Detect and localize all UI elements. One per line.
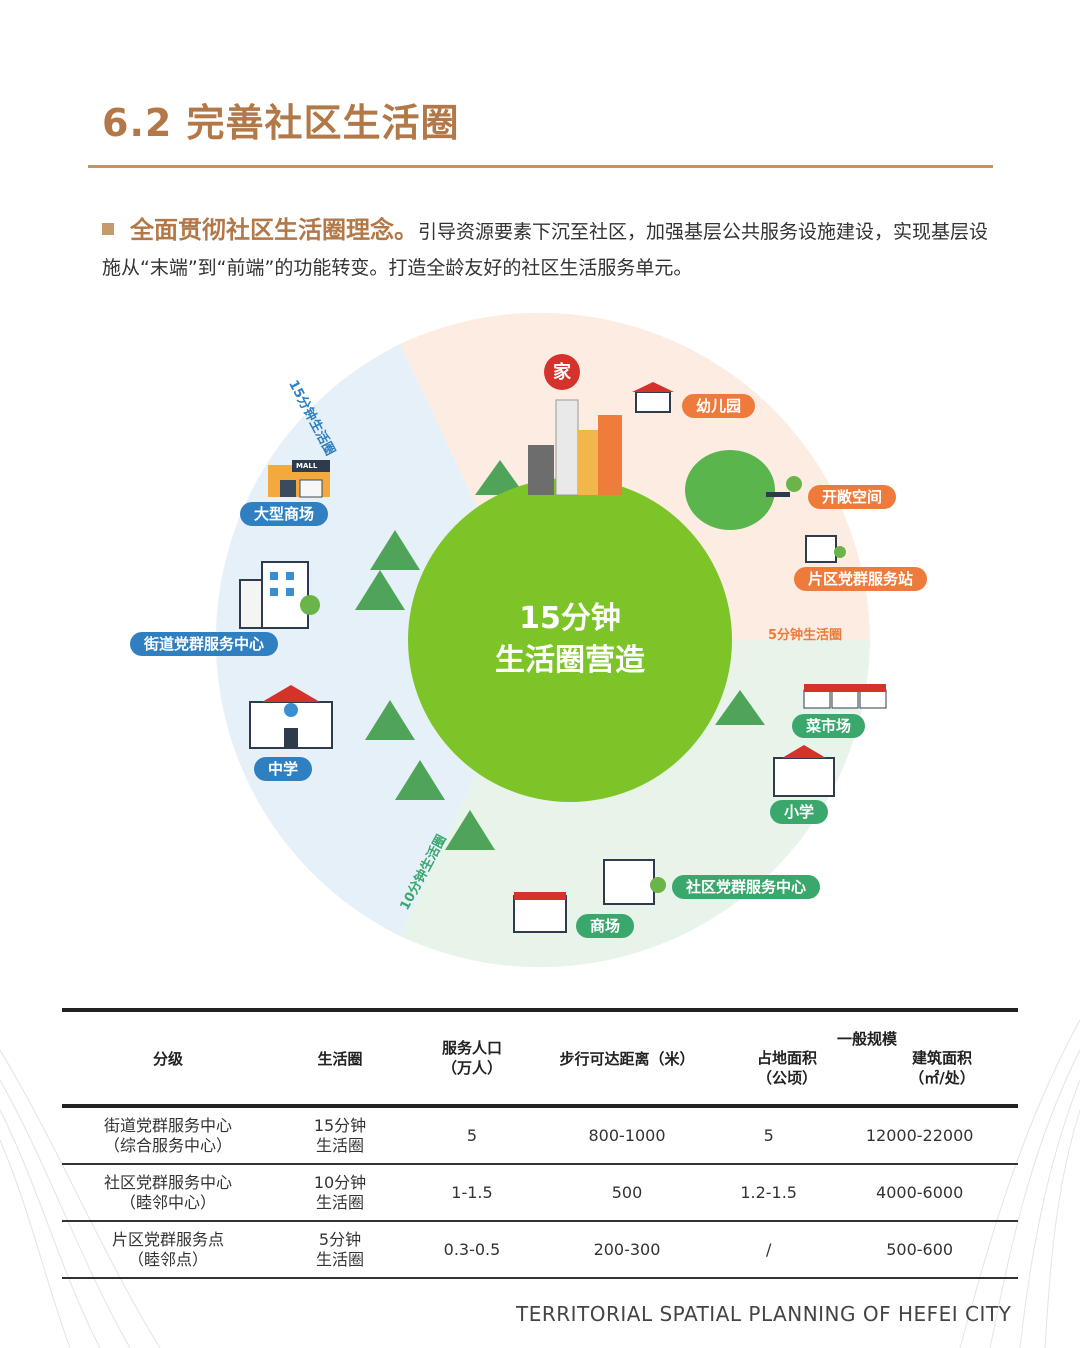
home-badge: 家 [553,362,571,383]
scale-table: 分级 生活圈 服务人口 （万人） 步行可达距离（米） 一般规模 占地面积 （公顷） … [62,1008,1018,1279]
label-open-space: 开敞空间 [808,485,897,509]
cell-level: 街道党群服务中心（综合服务中心） [62,1106,274,1165]
header-population-line2: （万人） [441,1059,502,1077]
cell-population: 0.3-0.5 [406,1221,538,1279]
label-vegetable-market: 菜市场 [792,714,866,738]
header-circle: 生活圈 [317,1049,363,1068]
service-station-icon [805,535,846,563]
home-badge-circle [544,354,580,390]
label-area-station: 片区党群服务站 [794,567,928,591]
core-title-line1: 15分钟 [519,601,621,636]
kindergarten-icon [632,382,674,413]
header-scale-title: 一般规模 [836,1030,897,1048]
life-circle-diagram: 家 MALL 15分钟 生活圈营造 15分钟生活圈 10分钟生活圈 5分钟生活圈… [0,300,1080,980]
cell-land: 1.2-1.5 [716,1164,822,1222]
label-shop: 商场 [576,914,635,938]
cell-circle: 10分钟生活圈 [274,1164,406,1222]
mall-icon [268,460,330,498]
core-title: 15分钟 生活圈营造 [470,598,670,682]
cell-circle: 5分钟生活圈 [274,1221,406,1279]
community-building-icon [603,859,666,905]
bullet-square-icon [102,223,114,235]
header-land-line2: （公顷） [756,1069,817,1087]
park-bench-icon [766,476,802,497]
intro-lead: 全面贯彻社区生活圈理念。 [130,216,418,244]
cell-population: 1-1.5 [406,1164,538,1222]
cell-land: / [716,1221,822,1279]
primary-school-icon [773,745,835,797]
office-building-icon [239,561,320,629]
diagram-graphic [215,312,887,968]
header-floor-line1: 建筑面积 [911,1049,972,1067]
school-building-icon [249,685,333,749]
title-divider [88,165,993,168]
table-row: 社区党群服务中心（睦邻中心） 10分钟生活圈 1-1.5 500 1.2-1.5… [62,1164,1018,1222]
page-title: 6.2 完善社区生活圈 [102,101,460,145]
cell-distance: 200-300 [538,1221,716,1279]
core-title-line2: 生活圈营造 [495,643,645,678]
header-population-line1: 服务人口 [441,1039,502,1057]
label-middle-school: 中学 [254,757,313,781]
label-primary-school: 小学 [770,800,829,824]
cell-floor: 12000-22000 [821,1106,1018,1165]
city-buildings [528,399,622,496]
header-distance: 步行可达距离（米） [559,1049,695,1068]
label-mall: 大型商场 [240,502,329,526]
header-scale: 一般规模 占地面积 （公顷） 建筑面积 （㎡/处） [716,1010,1018,1106]
cell-circle: 15分钟生活圈 [274,1106,406,1165]
table-row: 片区党群服务点（睦邻点） 5分钟生活圈 0.3-0.5 200-300 / 50… [62,1221,1018,1279]
market-stall-icon [803,684,887,709]
header-floor: 建筑面积 （㎡/处） [867,1048,1017,1088]
label-community-center: 社区党群服务中心 [672,875,821,899]
header-land: 占地面积 （公顷） [717,1048,857,1088]
intro-paragraph: 全面贯彻社区生活圈理念。引导资源要素下沉至社区，加强基层公共服务设施建设，实现基… [102,212,1002,286]
cell-floor: 4000-6000 [821,1164,1018,1222]
cell-level: 社区党群服务中心（睦邻中心） [62,1164,274,1222]
hill-shape [685,450,775,530]
table-row: 街道党群服务中心（综合服务中心） 15分钟生活圈 5 800-1000 5 12… [62,1106,1018,1165]
cell-distance: 500 [538,1164,716,1222]
mall-sign: MALL [296,462,318,470]
cell-population: 5 [406,1106,538,1165]
cell-distance: 800-1000 [538,1106,716,1165]
core-circle [408,478,732,802]
header-land-line1: 占地面积 [756,1049,817,1067]
label-kindergarten: 幼儿园 [682,394,756,418]
footer-text: TERRITORIAL SPATIAL PLANNING OF HEFEI CI… [516,1302,1012,1326]
header-floor-line2: （㎡/处） [909,1069,975,1087]
table-header-row: 分级 生活圈 服务人口 （万人） 步行可达距离（米） 一般规模 占地面积 （公顷） … [62,1010,1018,1106]
header-population: 服务人口 （万人） [406,1010,538,1106]
cell-floor: 500-600 [821,1221,1018,1279]
cell-level: 片区党群服务点（睦邻点） [62,1221,274,1279]
cell-land: 5 [716,1106,822,1165]
shop-icon [513,892,567,933]
label-street-center: 街道党群服务中心 [130,632,279,656]
intro-body: 引导资源要素下沉至社区，加强基层公共服务设施建设，实现基层设施从“末端”到“前端… [102,221,989,279]
header-level: 分级 [152,1049,183,1068]
ring-label-5min: 5分钟生活圈 [768,628,843,643]
